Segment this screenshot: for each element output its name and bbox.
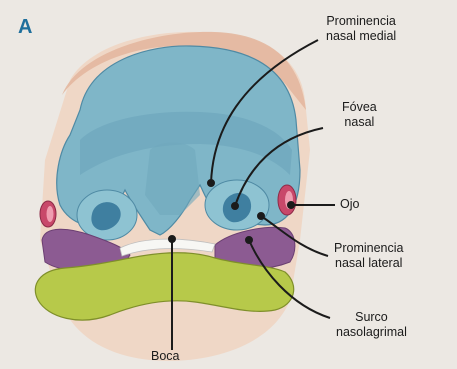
label-line: nasal medial <box>326 29 396 44</box>
label-line: nasal lateral <box>334 256 403 271</box>
label-fovea-nasal: Fóvea nasal <box>342 100 377 130</box>
label-line: Surco <box>336 310 407 325</box>
label-line: Boca <box>151 349 180 364</box>
label-prominencia-nasal-medial: Prominencia nasal medial <box>326 14 396 44</box>
label-line: nasal <box>342 115 377 130</box>
label-prominencia-nasal-lateral: Prominencia nasal lateral <box>334 241 403 271</box>
left-eye-highlight <box>47 206 54 222</box>
label-line: Fóvea <box>342 100 377 115</box>
label-line: Ojo <box>340 197 359 212</box>
label-boca: Boca <box>151 349 180 364</box>
label-line: Prominencia <box>334 241 403 256</box>
label-line: nasolagrimal <box>336 325 407 340</box>
label-surco-nasolagrimal: Surco nasolagrimal <box>336 310 407 340</box>
panel-letter: A <box>18 16 32 39</box>
label-line: Prominencia <box>326 14 396 29</box>
label-ojo: Ojo <box>340 197 359 212</box>
